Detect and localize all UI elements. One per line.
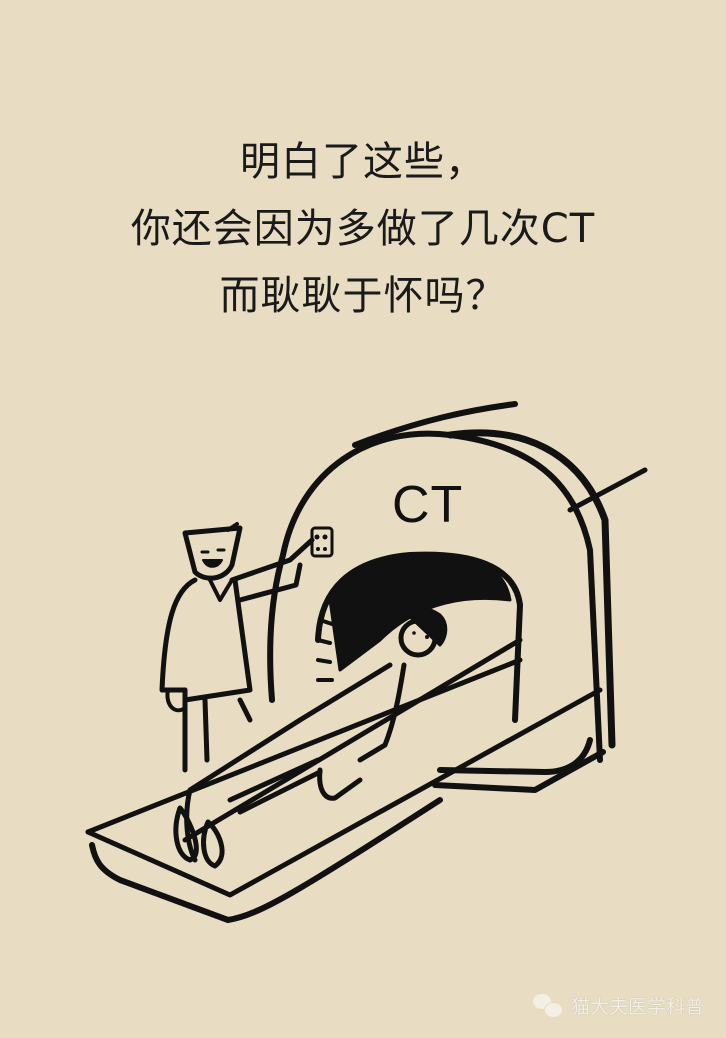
headline-line-3: 而耿耿于怀吗？ xyxy=(219,273,507,319)
headline-line-1: 明白了这些， xyxy=(240,139,486,185)
watermark-text: 猫大夫医学科普 xyxy=(570,996,704,1018)
watermark: 猫大夫医学科普 xyxy=(532,992,704,1019)
patient-figure xyxy=(173,603,448,869)
ct-machine-label: CT xyxy=(392,476,464,534)
control-panel xyxy=(310,526,334,558)
wechat-icon xyxy=(532,993,563,1018)
ct-gantry xyxy=(267,401,648,793)
technician-figure xyxy=(159,522,315,773)
headline-line-2: 你还会因为多做了几次CT xyxy=(130,206,596,252)
scanner-table xyxy=(85,637,603,923)
